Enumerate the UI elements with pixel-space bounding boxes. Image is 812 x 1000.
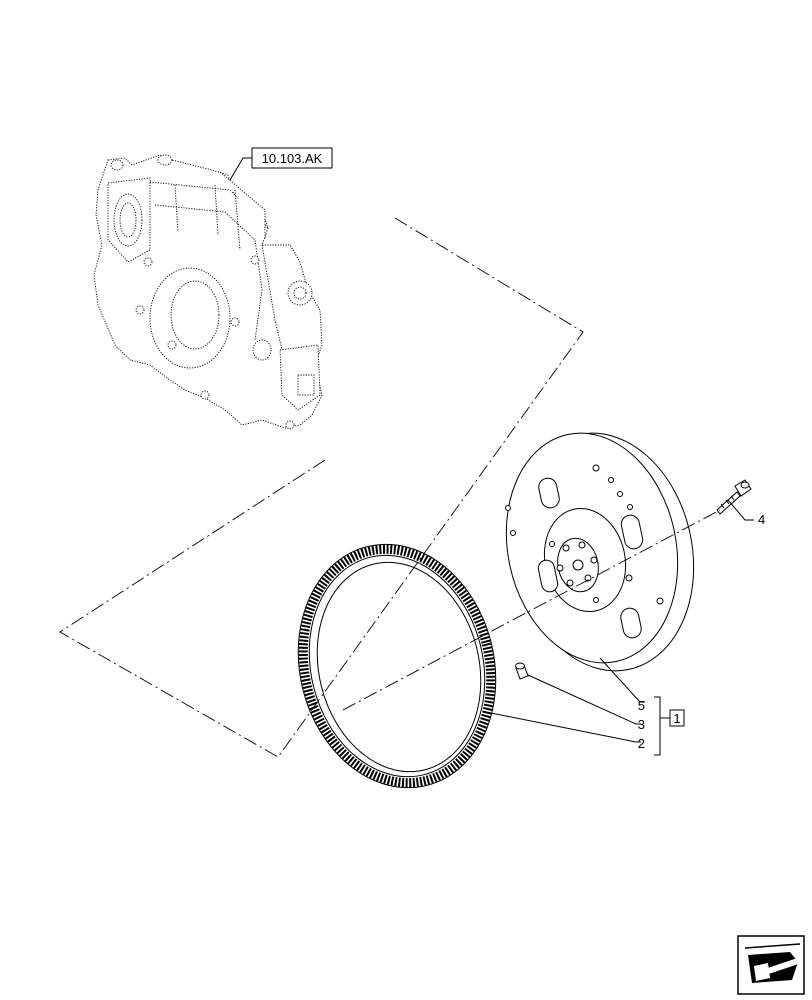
callout-2[interactable]: 2 [485, 711, 645, 751]
next-page-arrow-icon[interactable] [737, 935, 805, 995]
reference-callout[interactable]: 10.103.AK [229, 147, 333, 181]
flywheel-bolt [716, 479, 752, 515]
callout-4-label: 4 [758, 512, 765, 527]
callout-3[interactable]: 3 [527, 674, 645, 732]
mounting-plane-outline [59, 217, 584, 758]
kit-bracket [654, 696, 670, 756]
callout-5[interactable]: 5 [599, 657, 645, 713]
dowel-pin [515, 662, 529, 680]
callout-2-label: 2 [638, 736, 645, 751]
reference-label: 10.103.AK [262, 151, 323, 166]
callout-5-label: 5 [638, 698, 645, 713]
callout-3-label: 3 [638, 717, 645, 732]
assembly-axis [342, 509, 721, 711]
kit-callout-label: 1 [673, 711, 680, 726]
ring-gear [297, 543, 497, 789]
callout-4[interactable]: 4 [727, 499, 765, 527]
flywheel [505, 432, 695, 672]
flywheel-housing [93, 154, 323, 430]
kit-callout[interactable]: 1 [669, 709, 685, 727]
